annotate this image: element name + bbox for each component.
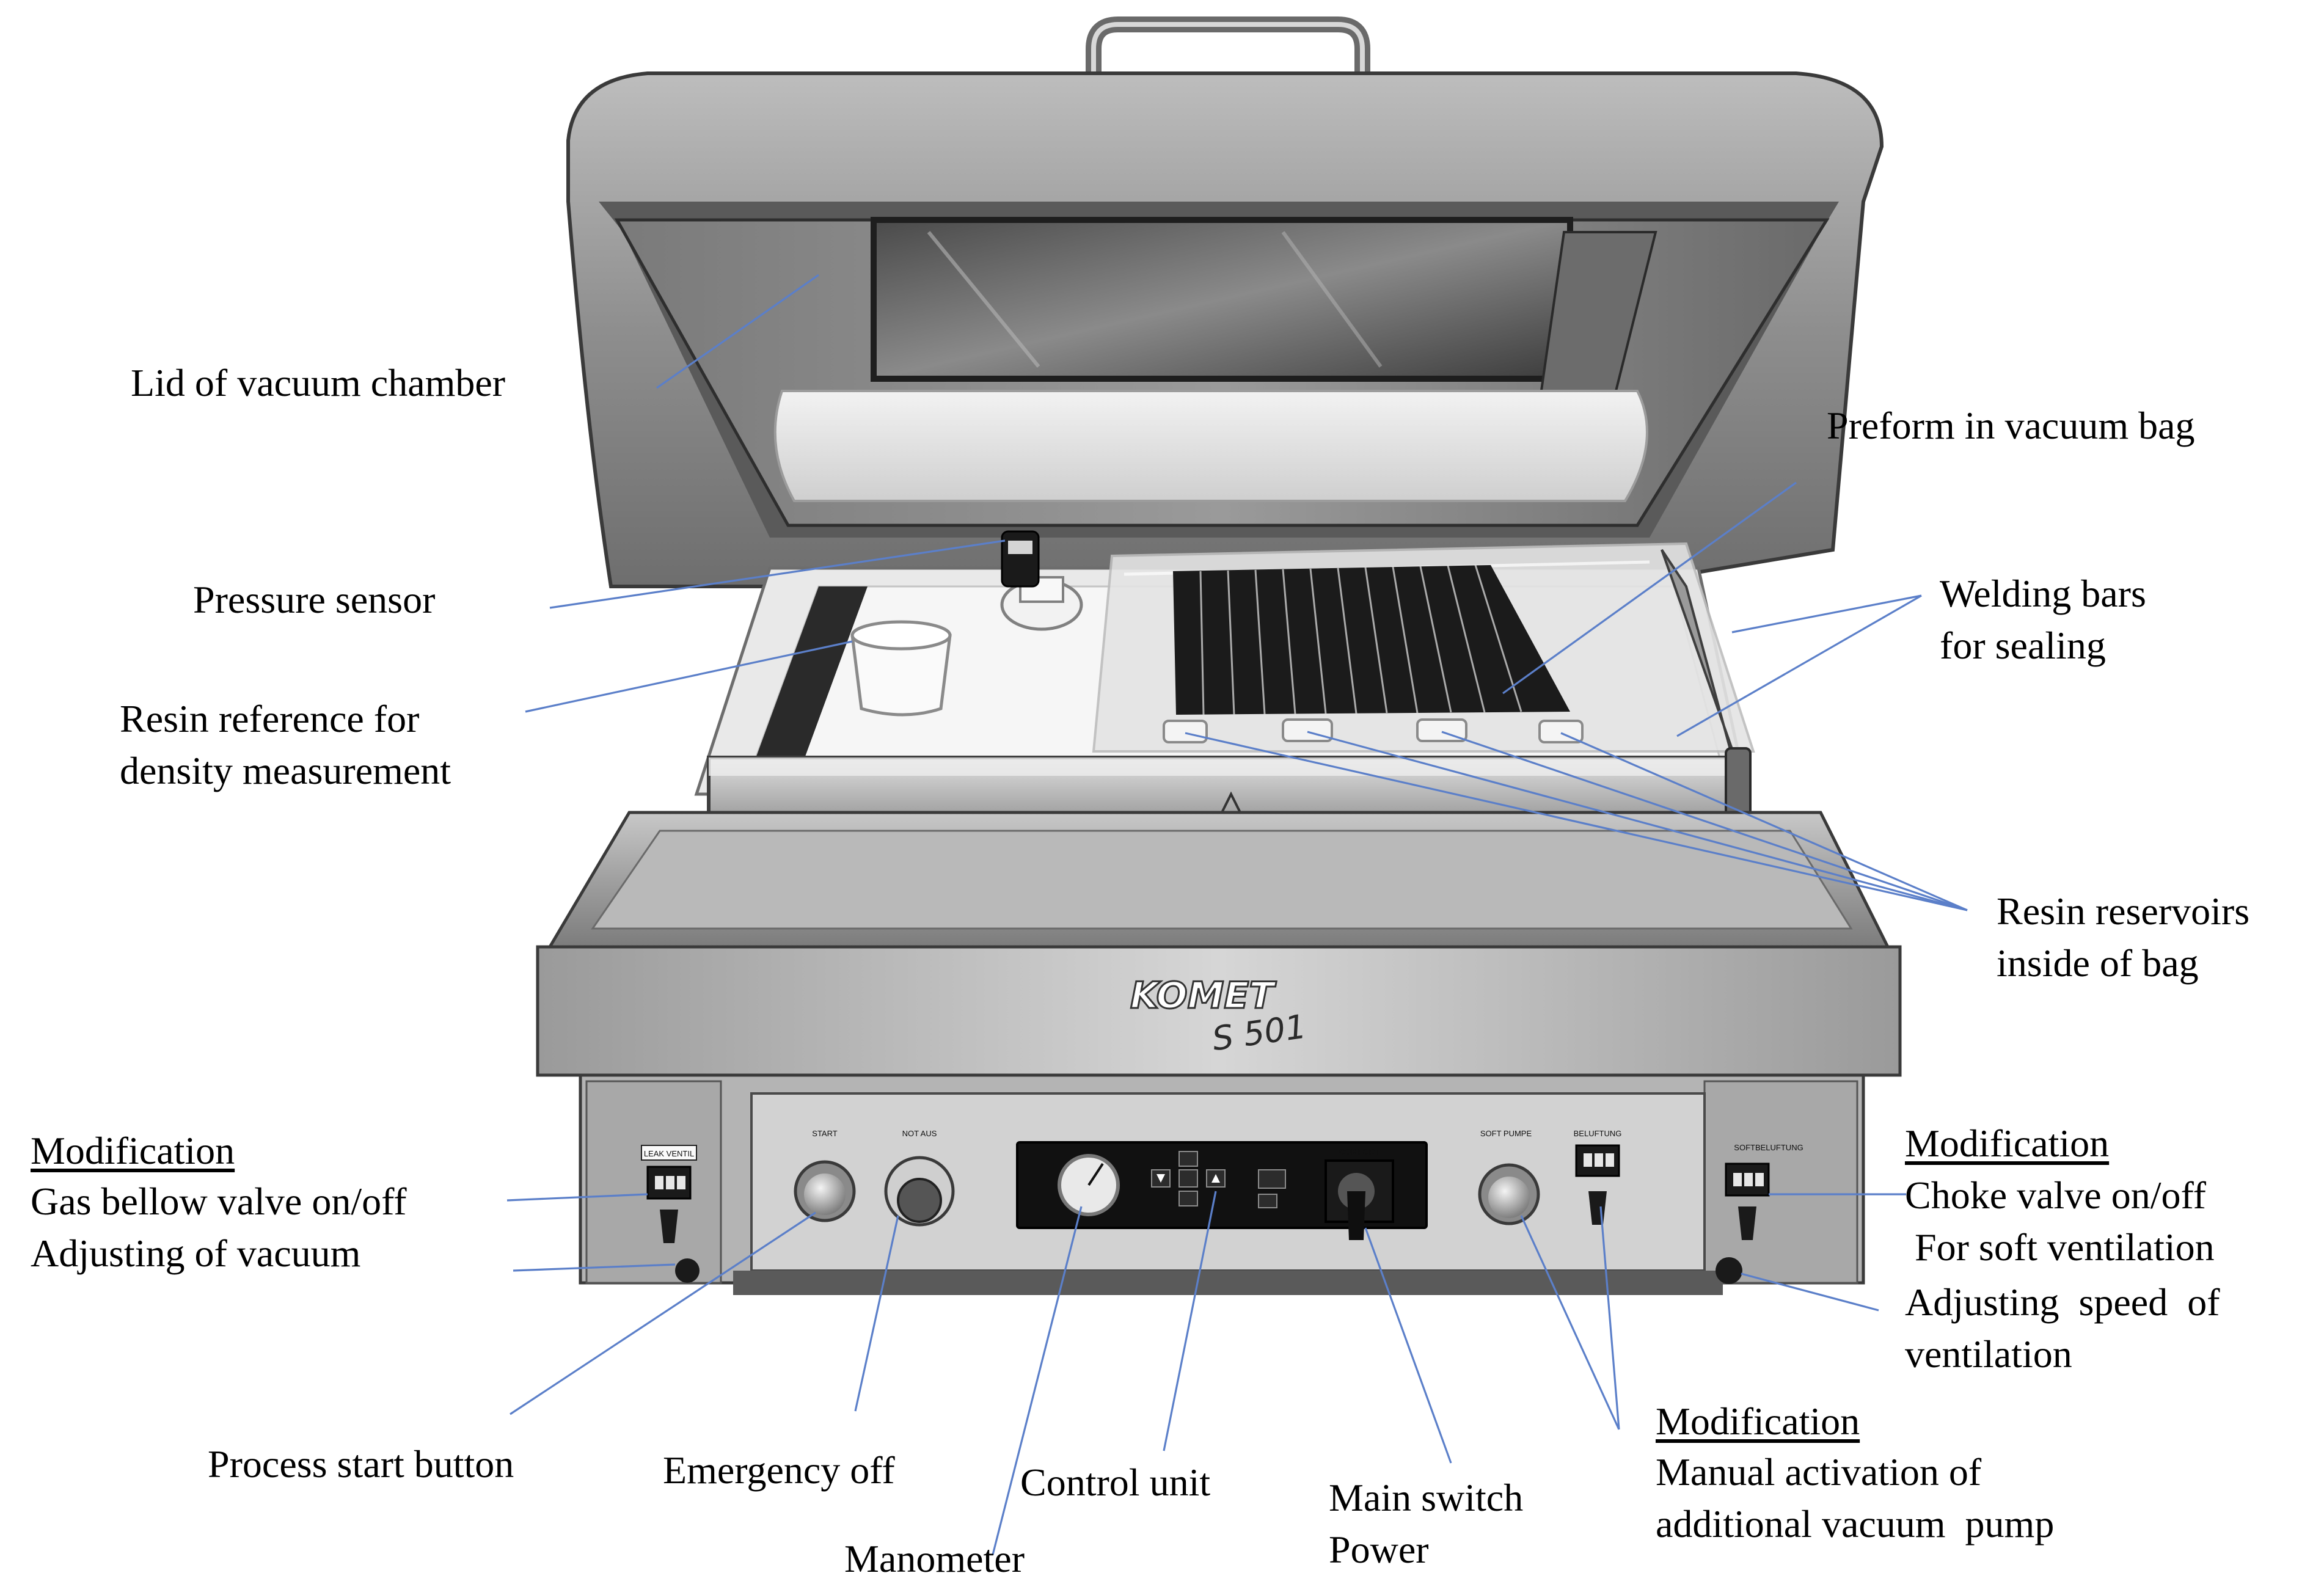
lid-window xyxy=(871,217,1573,382)
lid-handle xyxy=(1086,16,1370,79)
callout-control-unit xyxy=(1163,1191,1217,1451)
callout-resin-reference xyxy=(525,640,853,713)
soft-pumpe-caption: SOFT PUMPE xyxy=(1480,1129,1532,1138)
leak-ventil-caption: LEAK VENTIL xyxy=(644,1149,694,1158)
label-left-modification-title: Modification xyxy=(31,1129,235,1172)
emergency-off-button xyxy=(897,1178,942,1223)
callout-lid xyxy=(656,274,819,389)
label-welding-bars-1: Welding bars xyxy=(1940,572,2146,615)
start-caption: START xyxy=(812,1129,837,1138)
front-fascia xyxy=(536,945,1902,1077)
callout-reservoirs-1 xyxy=(1185,732,1968,911)
callout-welding-1 xyxy=(1731,594,1922,633)
softbeluftung-caption: SOFTBELUFTUNG xyxy=(1734,1143,1803,1152)
label-adjusting-speed: Adjusting speed of xyxy=(1905,1280,2220,1324)
callout-emergency xyxy=(854,1215,899,1412)
pressure-sensor xyxy=(1001,530,1040,588)
main-switch-handle xyxy=(1347,1191,1365,1240)
callout-adjust-vacuum xyxy=(513,1263,676,1272)
label-right-modification-title: Modification xyxy=(1905,1122,2110,1165)
callout-soft-pump xyxy=(1520,1215,1620,1430)
label-ventilation: ventilation xyxy=(1905,1332,2072,1376)
label-choke-valve: Choke valve on/off xyxy=(1905,1173,2206,1217)
label-manometer: Manometer xyxy=(844,1537,1025,1580)
label-additional-vacuum-pump: additional vacuum pump xyxy=(1656,1502,2055,1546)
label-resin-reservoirs-2: inside of bag xyxy=(1997,941,2199,985)
callout-reservoirs-3 xyxy=(1441,731,1968,911)
brand-logo: KOMET xyxy=(1130,974,1276,1017)
label-manual-activation: Manual activation of xyxy=(1656,1450,1982,1494)
callout-reservoirs-2 xyxy=(1307,731,1968,911)
label-resin-reference-1: Resin reference for xyxy=(120,697,420,740)
label-bottom-modification-title: Modification xyxy=(1656,1400,1860,1443)
callout-beluftung xyxy=(1599,1206,1620,1430)
not-aus-caption: NOT AUS xyxy=(902,1129,937,1138)
label-main-switch: Main switch xyxy=(1329,1476,1524,1519)
callout-lines xyxy=(506,274,1968,1555)
label-pressure-sensor: Pressure sensor xyxy=(193,578,436,621)
label-welding-bars-2: for sealing xyxy=(1940,624,2106,667)
label-power: Power xyxy=(1329,1528,1429,1571)
callout-process-start xyxy=(510,1211,816,1415)
label-process-start-button: Process start button xyxy=(208,1442,514,1486)
process-start-button xyxy=(804,1173,846,1215)
comfort-caption: COMFORT xyxy=(1339,1147,1379,1156)
label-adjusting-vacuum: Adjusting of vacuum xyxy=(31,1232,361,1275)
callout-manometer xyxy=(992,1206,1083,1555)
control-keys xyxy=(1151,1151,1286,1208)
callout-welding-2 xyxy=(1676,594,1922,737)
beluftung-caption: BELUFTUNG xyxy=(1574,1129,1622,1138)
label-resin-reservoirs-1: Resin reservoirs xyxy=(1997,889,2250,933)
label-soft-ventilation: For soft ventilation xyxy=(1905,1225,2215,1269)
label-emergency-off: Emergency off xyxy=(663,1448,895,1492)
soft-pump-button xyxy=(1488,1177,1530,1218)
callout-reservoirs-4 xyxy=(1560,732,1968,911)
label-lid-of-vacuum-chamber: Lid of vacuum chamber xyxy=(131,361,506,404)
resin-reservoirs xyxy=(1163,718,1584,743)
label-preform-in-vacuum-bag: Preform in vacuum bag xyxy=(1827,404,2195,447)
callout-pressure-sensor xyxy=(549,539,1006,609)
callout-main-switch xyxy=(1364,1227,1452,1464)
callout-preform xyxy=(1502,481,1797,695)
ventilation-speed-knob xyxy=(1716,1257,1742,1284)
vacuum-adjust-knob xyxy=(675,1258,700,1283)
label-control-unit: Control unit xyxy=(1020,1461,1211,1504)
preform xyxy=(1173,564,1570,715)
label-gas-bellow-valve: Gas bellow valve on/off xyxy=(31,1180,407,1223)
label-resin-reference-2: density measurement xyxy=(120,749,451,792)
callout-vent-speed xyxy=(1741,1272,1879,1312)
callout-gas-bellow xyxy=(506,1193,648,1202)
